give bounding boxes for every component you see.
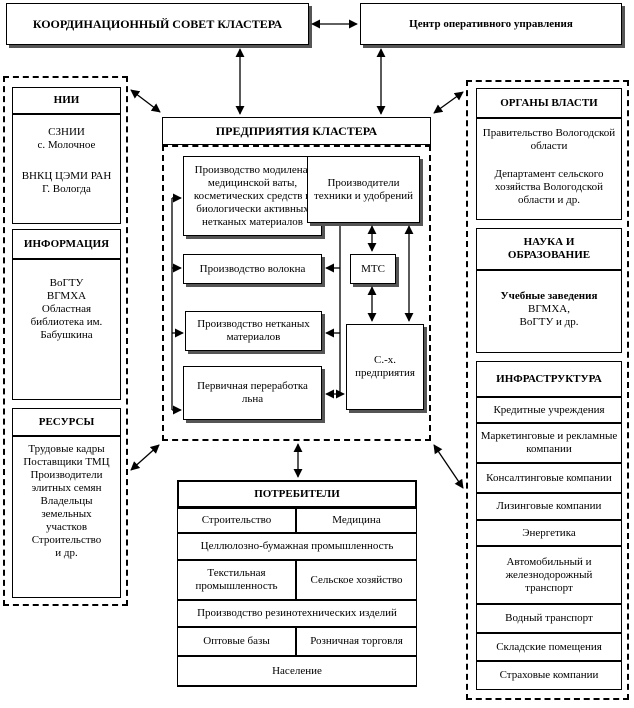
info-title-text: ИНФОРМАЦИЯ	[23, 237, 110, 250]
consumer-text: Производство резинотехнических изделий	[197, 607, 397, 619]
council-box: КООРДИНАЦИОННЫЙ СОВЕТ КЛАСТЕРА	[6, 3, 309, 45]
nii-title: НИИ	[12, 87, 121, 114]
nauka-items: ВГМХА, ВоГТУ и др.	[519, 303, 579, 328]
consumer-rubber: Производство резинотехнических изделий	[177, 600, 417, 627]
infra-item-text: Кредитные учреждения	[493, 403, 605, 416]
infra-item-text: Страховые компании	[499, 669, 599, 681]
infra-item-insurance: Страховые компании	[476, 661, 622, 690]
prod-netkanyh-box: Производство нетканых материалов	[185, 311, 322, 351]
infra-item-text: Автомобильный и железнодорожный транспор…	[505, 555, 593, 594]
infra-title-text: ИНФРАСТРУКТУРА	[496, 372, 602, 385]
consumer-population: Население	[177, 656, 417, 687]
res-title-text: РЕСУРСЫ	[38, 415, 95, 428]
infra-item-consulting: Консалтинговые компании	[476, 463, 622, 493]
organy-content	[476, 118, 622, 220]
consumer-textile: Текстильная промышленность	[177, 560, 296, 600]
infra-item-text: Маркетинговые и рекламные компании	[480, 430, 618, 455]
nii-item-szniiy: СЗНИИ с. Молочное	[37, 126, 96, 151]
nii-item-vnkc: ВНКЦ ЦЭМИ РАН Г. Вологда	[21, 170, 112, 195]
nii-content	[12, 114, 121, 224]
consumer-text: Розничная торговля	[310, 635, 403, 647]
arrow-nii-enterprises	[130, 89, 161, 113]
infra-item-leasing: Лизинговые компании	[476, 493, 622, 520]
enterprises-group	[162, 145, 431, 441]
res-title: РЕСУРСЫ	[12, 408, 121, 436]
infra-item-text: Водный транспорт	[505, 612, 593, 624]
consumer-text: Целлюлозно-бумажная промышленность	[200, 540, 394, 552]
organy-item-gov: Правительство Вологодской области	[482, 127, 616, 152]
info-content	[12, 259, 121, 400]
arrow-organy-enterprises	[433, 91, 464, 114]
infra-item-text: Лизинговые компании	[496, 500, 602, 512]
left-group	[3, 76, 128, 606]
consumer-text: Медицина	[332, 514, 381, 526]
mts-text: МТС	[361, 262, 385, 275]
consumer-cellulose: Целлюлозно-бумажная промышленность	[177, 533, 417, 560]
prod-volokna-text: Производство волокна	[199, 262, 306, 275]
nauka-edu: Учебные заведения	[500, 290, 598, 302]
consumers-title: ПОТРЕБИТЕЛИ	[177, 480, 417, 508]
prod-netkanyh-text: Производство нетканых материалов	[197, 318, 310, 343]
infra-item-warehouse: Складские помещения	[476, 633, 622, 661]
mts-box: МТС	[350, 254, 396, 284]
council-label: КООРДИНАЦИОННЫЙ СОВЕТ КЛАСТЕРА	[32, 16, 283, 31]
pervichnaya-text: Первичная переработка льна	[197, 380, 308, 405]
infra-item-water: Водный транспорт	[476, 604, 622, 633]
pervichnaya-box: Первичная переработка льна	[183, 366, 322, 420]
consumer-retail: Розничная торговля	[296, 627, 417, 656]
infra-item-energy: Энергетика	[476, 520, 622, 546]
center-label: Центр оперативного управления	[409, 17, 573, 30]
organy-title: ОРГАНЫ ВЛАСТИ	[476, 88, 622, 118]
infra-item-transport: Автомобильный и железнодорожный транспор…	[476, 546, 622, 604]
sh-text: С.-х. предприятия	[355, 354, 415, 379]
arrow-res-enterprises	[130, 444, 160, 471]
nii-title-text: НИИ	[53, 94, 80, 106]
consumer-stroitelstvo: Строительство	[177, 508, 296, 533]
consumer-text: Текстильная промышленность	[195, 567, 278, 592]
infra-item-text: Консалтинговые компании	[486, 471, 612, 484]
proizvoditeli-text: Производители техники и удобрений	[314, 176, 413, 202]
prod-volokna-box: Производство волокна	[183, 254, 322, 284]
consumer-text: Строительство	[201, 514, 272, 526]
arrow-infra-enterprises	[433, 444, 464, 489]
infra-item-marketing: Маркетинговые и рекламные компании	[476, 423, 622, 463]
organy-title-text: ОРГАНЫ ВЛАСТИ	[500, 96, 598, 109]
consumer-text: Население	[272, 664, 322, 677]
sh-box: С.-х. предприятия	[346, 324, 424, 410]
consumers-title-text: ПОТРЕБИТЕЛИ	[254, 487, 340, 500]
infra-item-credit: Кредитные учреждения	[476, 397, 622, 423]
infra-item-text: Энергетика	[522, 526, 576, 539]
consumer-text: Сельское хозяйство	[310, 573, 403, 586]
nauka-content	[476, 270, 622, 353]
consumer-agri: Сельское хозяйство	[296, 560, 417, 600]
infra-title: ИНФРАСТРУКТУРА	[476, 361, 622, 397]
consumer-text: Оптовые базы	[203, 635, 270, 647]
proizvoditeli-box: Производители техники и удобрений	[307, 156, 420, 223]
prod-modilen-box: Производство модилена, медицинской ваты,…	[183, 156, 322, 236]
res-items: Трудовые кадры Поставщики ТМЦ Производит…	[23, 443, 110, 559]
nauka-title: НАУКА И ОБРАЗОВАНИЕ	[476, 228, 622, 270]
info-title: ИНФОРМАЦИЯ	[12, 229, 121, 259]
organy-item-dept: Департамент сельского хозяйства Вологодс…	[494, 168, 604, 206]
enterprises-title: ПРЕДПРИЯТИЯ КЛАСТЕРА	[162, 117, 431, 145]
center-box: Центр оперативного управления	[360, 3, 622, 45]
infra-item-text: Складские помещения	[496, 640, 602, 653]
res-content	[12, 436, 121, 598]
consumer-medicina: Медицина	[296, 508, 417, 533]
consumer-wholesale: Оптовые базы	[177, 627, 296, 656]
enterprises-title-text: ПРЕДПРИЯТИЯ КЛАСТЕРА	[215, 123, 378, 138]
nauka-title-text: НАУКА И ОБРАЗОВАНИЕ	[507, 236, 591, 261]
prod-modilen-text: Производство модилена, медицинской ваты,…	[193, 163, 312, 228]
right-group	[466, 80, 629, 700]
info-items: ВоГТУ ВГМХА Областная библиотека им. Баб…	[30, 277, 103, 341]
